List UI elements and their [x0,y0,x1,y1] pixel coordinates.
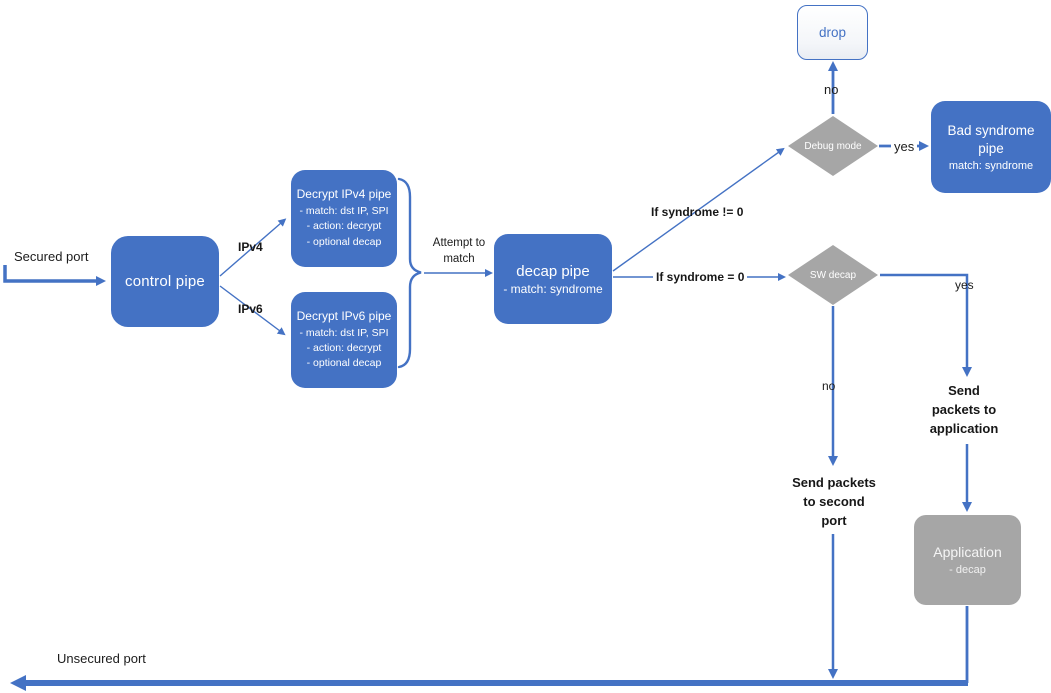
node-drop: drop [797,5,868,60]
drop-label: drop [818,25,847,40]
connector-secured-port [3,265,106,286]
node-debug-mode-decision: Debug mode [788,116,878,176]
debug-no-label: no [824,82,839,97]
send-packets-application-label: Send packets to application [929,383,999,436]
send-packets-second-port-label: Send packets to second port [792,475,876,528]
brace-shape [397,177,422,369]
node-decap-pipe: decap pipe - match: syndrome [494,234,612,324]
attempt-to-match-label: Attempt to match [432,237,486,266]
debug-mode-label: Debug mode [804,140,862,152]
application-subtitle: - decap [949,564,986,576]
secured-port-label: Secured port [14,249,89,264]
node-sw-decap-decision: SW decap [788,245,878,305]
node-decrypt-ipv6-pipe: Decrypt IPv6 pipe - match: dst IP, SPI -… [291,292,397,388]
decrypt-ipv4-match: - match: dst IP, SPI [299,205,389,218]
if-syndrome-ne-label: If syndrome != 0 [651,205,744,219]
debug-yes-label: yes [891,139,918,154]
swdecap-no-label: no [822,379,836,393]
swdecap-yes-label: yes [955,278,974,292]
decrypt-ipv6-match: - match: dst IP, SPI [299,326,389,339]
bad-syndrome-subtitle: match: syndrome [948,160,1034,173]
if-syndrome-eq-label: If syndrome = 0 [653,270,748,284]
decrypt-ipv4-title: Decrypt IPv4 pipe [296,187,392,202]
decrypt-ipv6-action: - action: decrypt [306,341,382,354]
application-title: Application [933,544,1002,560]
connector-swdecap-yes [880,273,972,377]
decrypt-ipv4-action: - action: decrypt [306,220,382,233]
decrypt-ipv4-decap: - optional decap [306,235,382,248]
node-application: Application - decap [914,515,1021,605]
decrypt-ipv6-title: Decrypt IPv6 pipe [296,308,392,323]
decap-pipe-subtitle: - match: syndrome [503,281,603,296]
decap-pipe-title: decap pipe [516,262,590,280]
ipv6-edge-label: IPv6 [238,302,263,316]
bad-syndrome-title: Bad syndrome pipe [947,122,1035,156]
sw-decap-label: SW decap [809,269,857,281]
node-bad-syndrome-pipe: Bad syndrome pipe match: syndrome [931,101,1051,193]
node-decrypt-ipv4-pipe: Decrypt IPv4 pipe - match: dst IP, SPI -… [291,170,397,267]
unsecured-port-label: Unsecured port [57,651,146,666]
control-pipe-label: control pipe [125,273,205,290]
decrypt-ipv6-decap: - optional decap [306,357,382,370]
node-control-pipe: control pipe [111,236,219,327]
ipv4-edge-label: IPv4 [238,240,263,254]
